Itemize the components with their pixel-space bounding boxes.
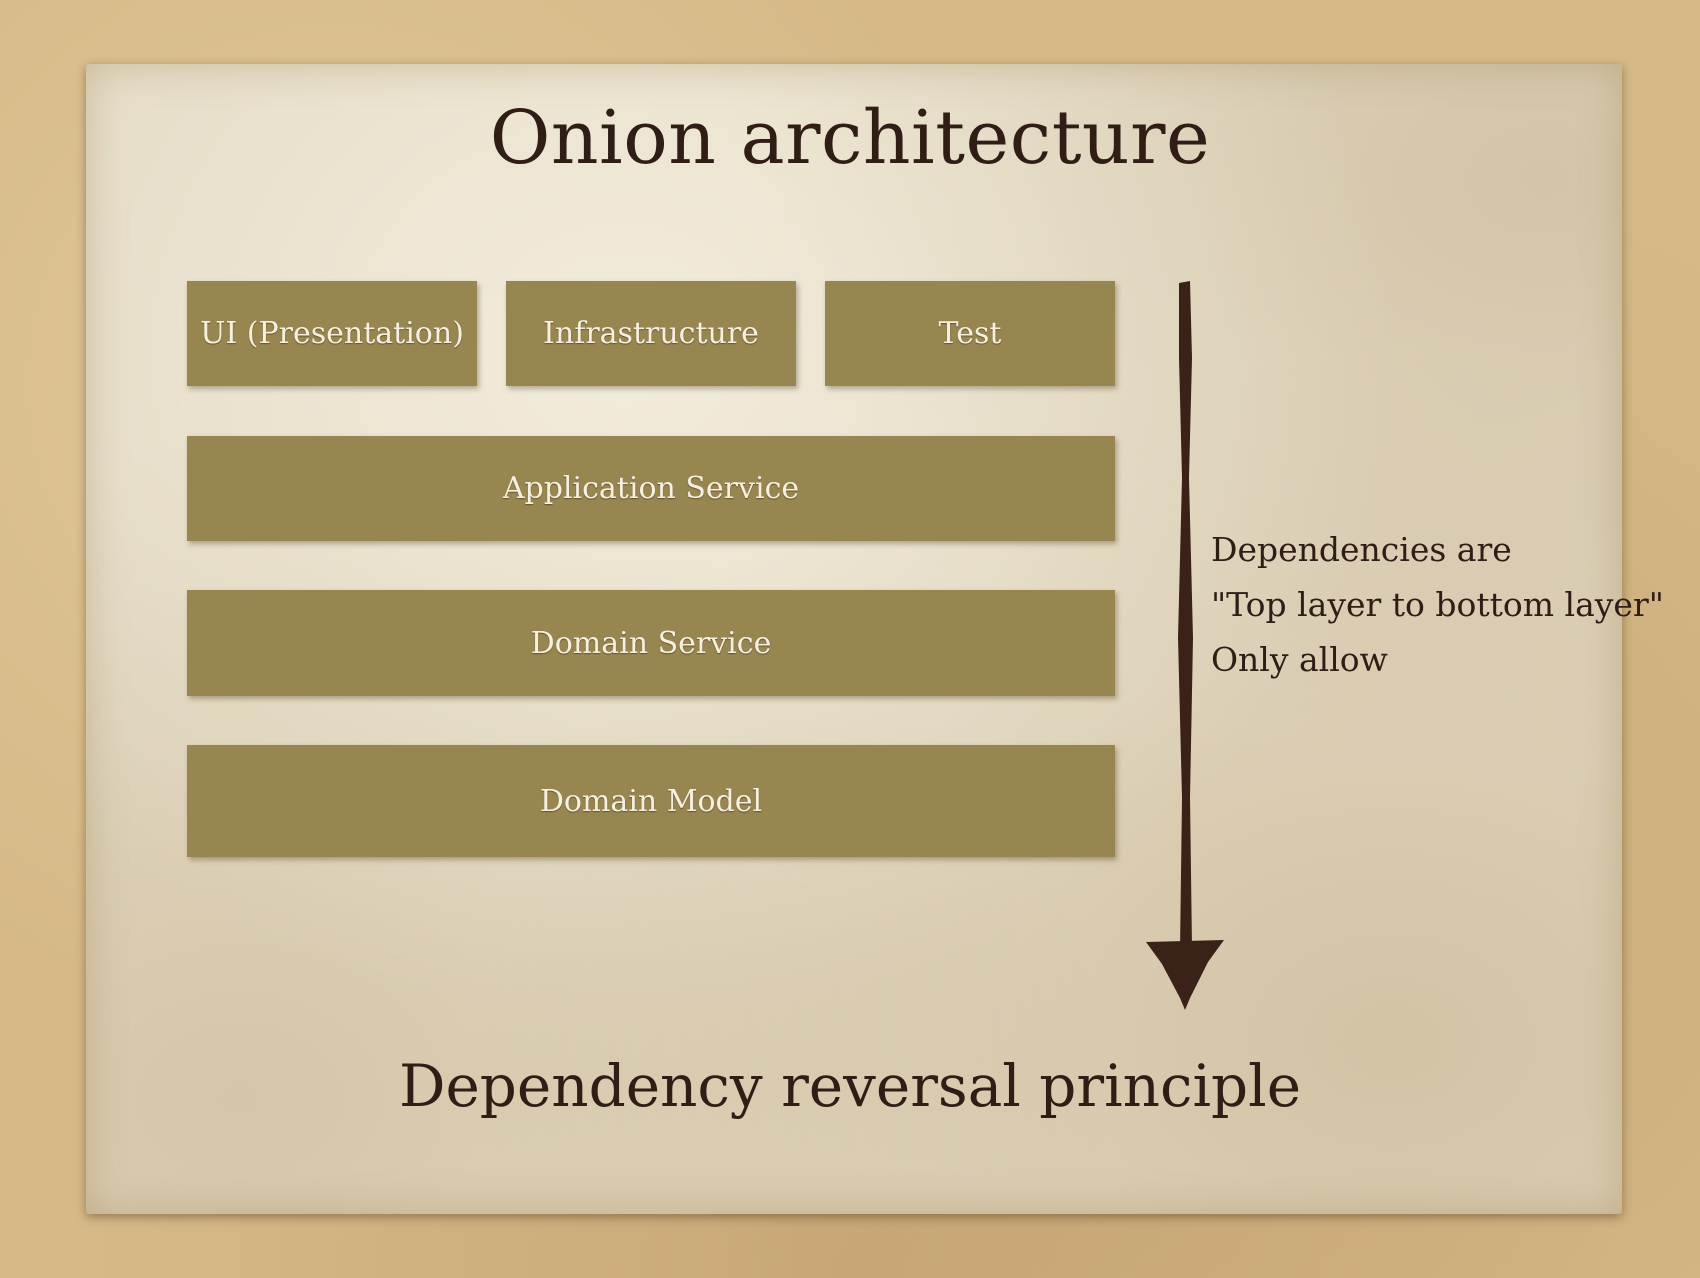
layer-domain-service: Domain Service (187, 590, 1115, 696)
layer-test: Test (825, 281, 1115, 386)
note-line: "Top layer to bottom layer" (1211, 585, 1664, 624)
layer-ui-presentation: UI (Presentation) (187, 281, 477, 386)
layer-application-service: Application Service (187, 436, 1115, 541)
note-line: Only allow (1211, 640, 1388, 679)
layer-label: Test (938, 316, 1002, 351)
slide-subtitle: Dependency reversal principle (398, 1052, 1302, 1120)
slide-title: Onion architecture (489, 95, 1211, 181)
arrow-shaft (1178, 281, 1193, 950)
arrow-down-icon (1146, 281, 1224, 1010)
layer-infrastructure: Infrastructure (506, 281, 796, 386)
arrow-head (1146, 940, 1224, 1010)
layer-label: UI (Presentation) (200, 316, 464, 351)
layer-label: Domain Model (539, 783, 763, 819)
layer-label: Application Service (502, 471, 800, 506)
dependency-note: Dependencies are "Top layer to bottom la… (1211, 522, 1664, 687)
layer-label: Infrastructure (543, 316, 759, 351)
layer-domain-model: Domain Model (187, 745, 1115, 857)
note-line: Dependencies are (1211, 530, 1512, 569)
layer-label: Domain Service (530, 625, 772, 661)
